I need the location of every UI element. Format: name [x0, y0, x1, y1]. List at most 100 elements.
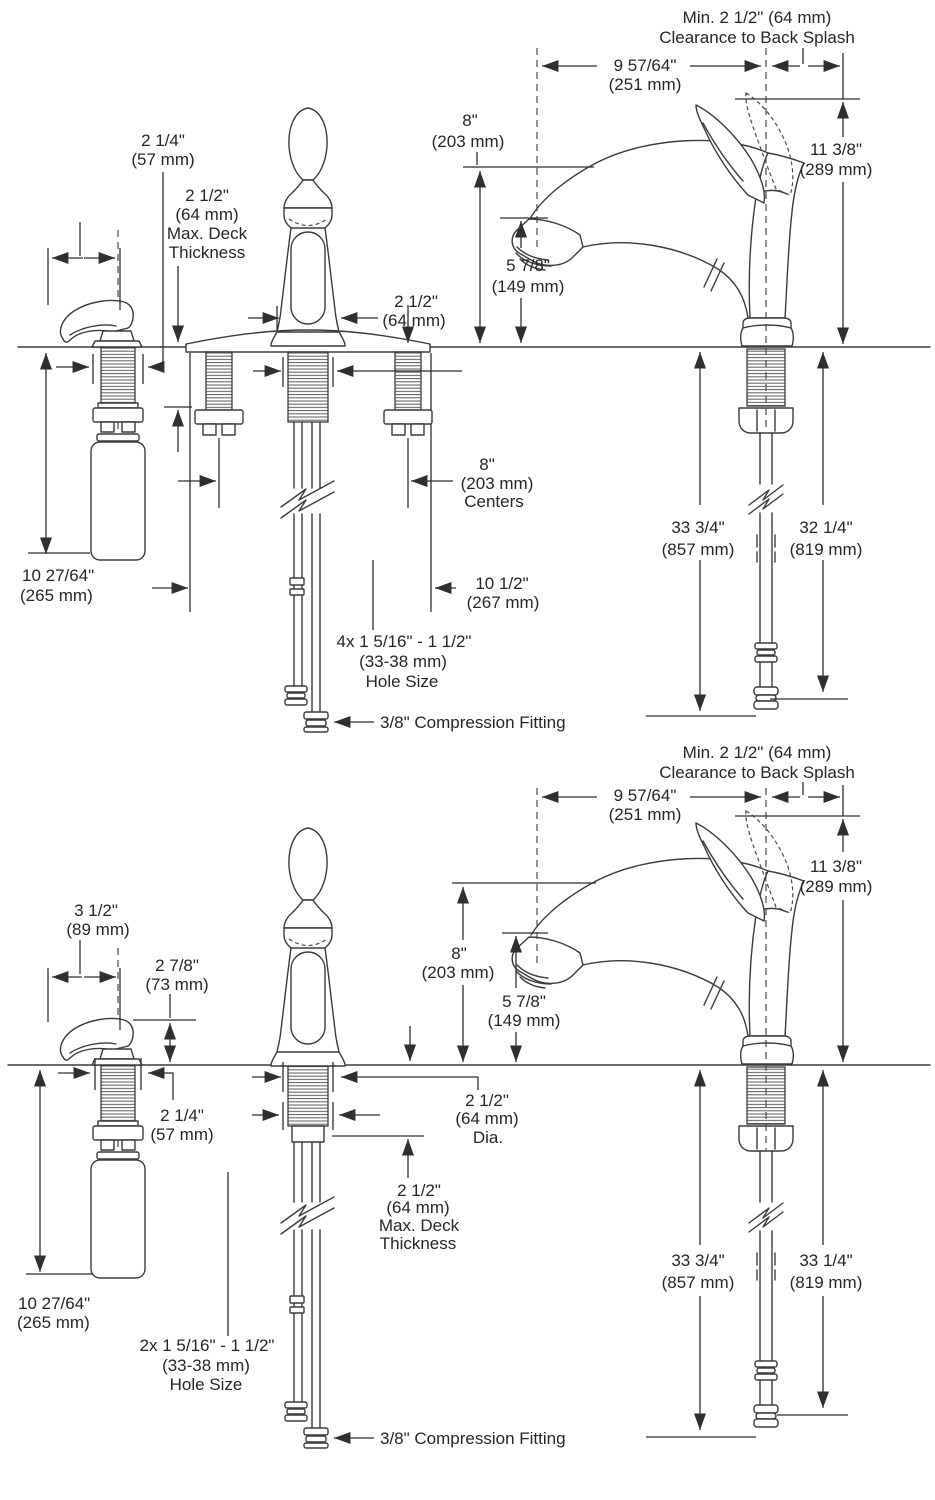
svg-text:5 7/8": 5 7/8"	[502, 992, 546, 1011]
label-compression-fitting: 3/8" Compression Fitting	[334, 1429, 566, 1448]
dim-clearance: Min. 2 1/2" (64 mm) Clearance to Back Sp…	[659, 8, 855, 99]
supply-hoses	[280, 1125, 335, 1449]
dim-dispenser-depth: 10 27/64" (265 mm)	[20, 353, 94, 605]
soap-dispenser-front-view	[59, 229, 146, 561]
svg-text:32 1/4": 32 1/4"	[799, 518, 852, 537]
svg-text:3/8" Compression Fitting: 3/8" Compression Fitting	[380, 713, 566, 732]
svg-text:(64 mm): (64 mm)	[455, 1109, 518, 1128]
dim-deck-thickness: 2 1/2" (64 mm) Max. Deck Thickness	[164, 186, 248, 452]
svg-text:Clearance to Back Splash: Clearance to Back Splash	[659, 28, 855, 47]
svg-text:9 57/64": 9 57/64"	[614, 56, 677, 75]
svg-text:2 1/2": 2 1/2"	[465, 1091, 509, 1110]
svg-text:(64 mm): (64 mm)	[382, 311, 445, 330]
soap-dispenser-front-view	[59, 947, 146, 1279]
svg-text:(819 mm): (819 mm)	[790, 1273, 863, 1292]
svg-text:2 1/2": 2 1/2"	[397, 1181, 441, 1200]
dim-supply-left: 33 3/4" (857 mm)	[646, 1070, 756, 1438]
supply-hoses	[280, 421, 335, 733]
dim-hole-size: 2x 1 5/16" - 1 1/2" (33-38 mm) Hole Size	[140, 1172, 275, 1394]
svg-text:4x 1 5/16" - 1 1/2": 4x 1 5/16" - 1 1/2"	[337, 632, 472, 651]
svg-text:2 7/8": 2 7/8"	[155, 956, 199, 975]
svg-text:8": 8"	[462, 111, 478, 130]
dim-clearance: Min. 2 1/2" (64 mm) Clearance to Back Sp…	[659, 743, 855, 816]
svg-text:3/8" Compression Fitting: 3/8" Compression Fitting	[380, 1429, 566, 1448]
svg-text:Centers: Centers	[464, 492, 524, 511]
svg-text:Min. 2 1/2" (64 mm): Min. 2 1/2" (64 mm)	[683, 743, 832, 762]
svg-text:Max. Deck: Max. Deck	[379, 1216, 460, 1235]
dim-spout-reach: 9 57/64" (251 mm)	[542, 56, 761, 94]
svg-text:2 1/2": 2 1/2"	[185, 186, 229, 205]
dim-dispenser-reach: 3 1/2" (89 mm)	[47, 901, 130, 1030]
svg-text:5 7/8": 5 7/8"	[506, 256, 550, 275]
svg-text:(73 mm): (73 mm)	[145, 975, 208, 994]
svg-text:(33-38 mm): (33-38 mm)	[359, 652, 447, 671]
right-mounting-nut	[383, 409, 433, 436]
dim-aerator-height: 5 7/8" (149 mm)	[492, 217, 565, 343]
dim-aerator-height: 5 7/8" (149 mm)	[488, 932, 560, 1062]
dim-deck-thickness: 2 1/2" (64 mm) Max. Deck Thickness	[252, 1102, 460, 1253]
dim-body-dia: 2 1/2" (64 mm) Dia.	[252, 1026, 519, 1147]
dim-hole-centers: 8" (203 mm) Centers	[178, 455, 533, 511]
svg-text:(265 mm): (265 mm)	[20, 586, 93, 605]
dim-overall-height: 11 3/8" (289 mm)	[735, 815, 872, 1062]
dim-overall-height: 11 3/8" (289 mm)	[735, 98, 873, 344]
dim-spout-height: 8" (203 mm)	[432, 111, 594, 343]
dim-spout-height: 8" (203 mm)	[422, 882, 596, 1062]
dim-dispenser: 2 1/4" (57 mm)	[47, 131, 195, 384]
svg-text:8": 8"	[479, 455, 495, 474]
svg-text:Thickness: Thickness	[169, 243, 246, 262]
svg-text:Max. Deck: Max. Deck	[167, 224, 248, 243]
dim-spout-reach: 9 57/64" (251 mm)	[542, 786, 761, 824]
dim-body-width: 2 1/2" (64 mm)	[248, 292, 446, 330]
svg-text:(33-38 mm): (33-38 mm)	[162, 1356, 250, 1375]
dim-dispenser-depth: 10 27/64" (265 mm)	[17, 1070, 92, 1332]
dim-supply-left: 33 3/4" (857 mm)	[646, 352, 756, 717]
svg-text:Hole Size: Hole Size	[366, 672, 439, 691]
faucet-side-view	[511, 810, 805, 1428]
svg-text:3 1/2": 3 1/2"	[74, 901, 118, 920]
svg-text:10 27/64": 10 27/64"	[18, 1294, 90, 1313]
svg-text:(89 mm): (89 mm)	[66, 920, 129, 939]
svg-text:(149 mm): (149 mm)	[492, 277, 565, 296]
svg-text:(267 mm): (267 mm)	[467, 593, 540, 612]
svg-text:(819 mm): (819 mm)	[790, 540, 863, 559]
svg-text:(857 mm): (857 mm)	[662, 540, 735, 559]
dim-center-shank	[253, 305, 462, 387]
svg-text:(203 mm): (203 mm)	[461, 474, 534, 493]
svg-text:9 57/64": 9 57/64"	[614, 786, 677, 805]
svg-text:2 1/2": 2 1/2"	[394, 292, 438, 311]
dim-supply-right: 33 1/4" (819 mm)	[777, 1070, 863, 1416]
svg-text:(265 mm): (265 mm)	[17, 1313, 90, 1332]
center-shank	[287, 1065, 329, 1127]
svg-text:10 27/64": 10 27/64"	[22, 566, 94, 585]
svg-text:(203 mm): (203 mm)	[422, 963, 495, 982]
svg-text:(251 mm): (251 mm)	[609, 805, 682, 824]
faucet-side-view	[511, 92, 805, 710]
label-compression-fitting: 3/8" Compression Fitting	[334, 713, 566, 732]
svg-text:2 1/4": 2 1/4"	[160, 1106, 204, 1125]
svg-text:(857 mm): (857 mm)	[662, 1273, 735, 1292]
svg-text:33 3/4": 33 3/4"	[671, 518, 724, 537]
dim-dispenser-shank: 2 1/4" (57 mm)	[58, 1058, 214, 1144]
svg-text:(64 mm): (64 mm)	[175, 205, 238, 224]
svg-text:(57 mm): (57 mm)	[150, 1125, 213, 1144]
svg-text:Min. 2 1/2" (64 mm): Min. 2 1/2" (64 mm)	[683, 8, 832, 27]
bottom-diag: Min. 2 1/2" (64 mm) Clearance to Back Sp…	[7, 743, 931, 1449]
svg-text:(251 mm): (251 mm)	[609, 75, 682, 94]
svg-text:(64 mm): (64 mm)	[386, 1198, 449, 1217]
dim-dispenser-height: 2 7/8" (73 mm)	[133, 956, 209, 1062]
top-diagram: Min. 2 1/2" (64 mm) Clearance to Back Sp…	[17, 8, 931, 733]
faucet-front-view	[270, 827, 346, 1067]
svg-text:Thickness: Thickness	[380, 1234, 457, 1253]
faucet-front-view	[270, 107, 346, 347]
svg-text:Hole Size: Hole Size	[170, 1375, 243, 1394]
svg-text:Dia.: Dia.	[473, 1128, 503, 1147]
svg-text:2x 1 5/16" - 1 1/2": 2x 1 5/16" - 1 1/2"	[140, 1336, 275, 1355]
svg-text:33 3/4": 33 3/4"	[671, 1251, 724, 1270]
dim-hole-size: 4x 1 5/16" - 1 1/2" (33-38 mm) Hole Size	[337, 560, 472, 691]
svg-text:(289 mm): (289 mm)	[800, 160, 873, 179]
svg-text:(203 mm): (203 mm)	[432, 132, 505, 151]
svg-text:2 1/4": 2 1/4"	[141, 131, 185, 150]
